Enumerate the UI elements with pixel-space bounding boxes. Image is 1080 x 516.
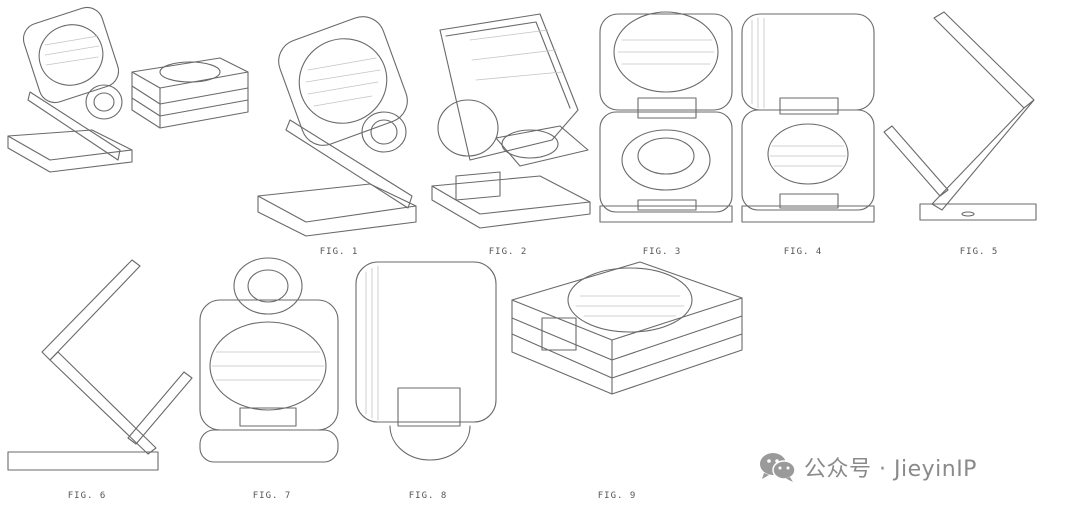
wechat-icon	[760, 453, 796, 482]
figure-4-caption: FIG. 4	[783, 247, 823, 257]
figure-2-drawing	[431, 13, 591, 229]
figure-6-drawing	[7, 259, 193, 471]
figure-5-caption: FIG. 5	[959, 247, 999, 257]
figure-4-drawing	[741, 13, 875, 223]
figure-3-drawing	[599, 11, 733, 223]
figure-6-caption: FIG. 6	[67, 491, 107, 501]
figure-1-caption: FIG. 1	[319, 247, 359, 257]
figure-5-drawing	[883, 11, 1037, 221]
figure-9-drawing	[511, 261, 743, 395]
figure-2-caption: FIG. 2	[488, 247, 528, 257]
figure-0-drawing	[7, 6, 249, 173]
watermark: 公众号 · JieyinIP	[758, 451, 977, 483]
figure-7-caption: FIG. 7	[252, 491, 292, 501]
watermark-text: 公众号 · JieyinIP	[804, 457, 977, 482]
figure-7-drawing	[199, 257, 339, 463]
figure-3-caption: FIG. 3	[642, 247, 682, 257]
figure-9-caption: FIG. 9	[597, 491, 637, 501]
figure-8-caption: FIG. 8	[408, 491, 448, 501]
figure-1-drawing	[257, 16, 417, 237]
figure-8-drawing	[355, 261, 497, 461]
